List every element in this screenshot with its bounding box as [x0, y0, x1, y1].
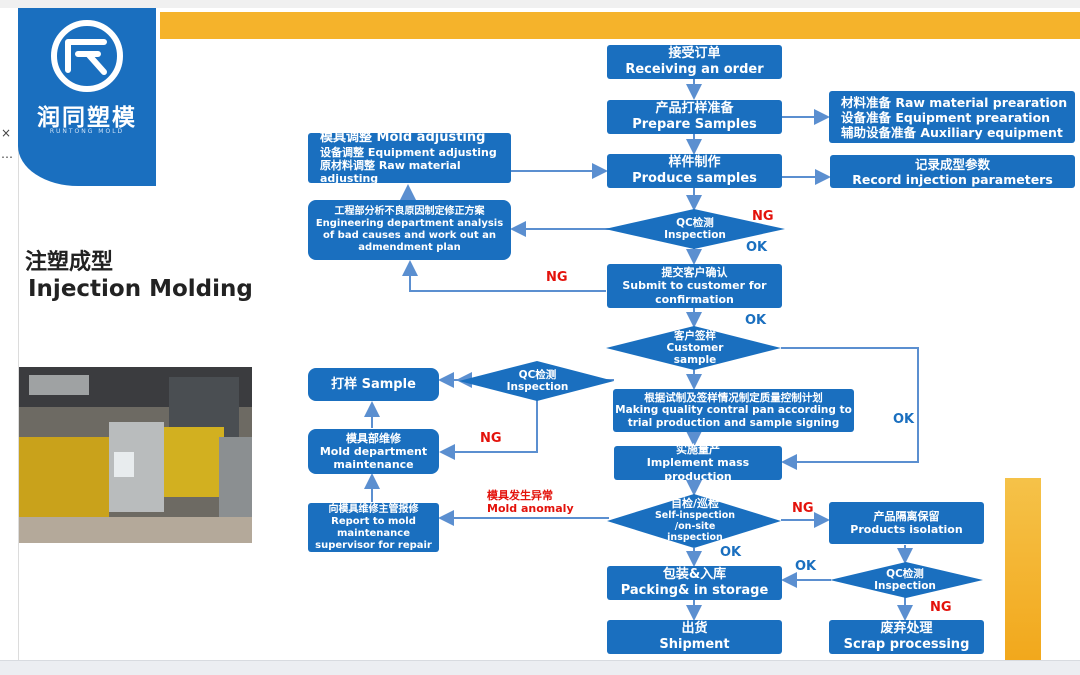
ok-label-qc1: OK — [746, 240, 768, 255]
ok-label-submit: OK — [745, 313, 767, 328]
qc2-diamond — [459, 361, 614, 401]
logo-name: 润同塑模 — [37, 105, 137, 131]
window-top-frame — [0, 0, 1080, 8]
logo-panel — [18, 8, 156, 186]
page-title-cn: 注塑成型 — [25, 250, 114, 275]
logo-mark-icon — [51, 20, 123, 92]
factory-photo — [19, 367, 252, 543]
qc1-diamond — [605, 209, 785, 249]
header-accent-bar — [160, 12, 1080, 39]
logo-subtitle: RUNTONG MOLD — [49, 128, 125, 135]
ok-label-qc3: OK — [795, 559, 817, 574]
page-title-en: Injection Molding — [28, 276, 253, 302]
ng-label-maintenance: NG — [480, 431, 502, 446]
self-inspection-diamond — [607, 494, 781, 548]
customer-diamond — [606, 326, 781, 370]
ok-label-right: OK — [893, 412, 915, 427]
decorative-corner — [1005, 478, 1041, 660]
more-icon[interactable]: ⋯ — [1, 150, 13, 164]
sample-box: 打样 Sample — [308, 368, 439, 401]
close-icon[interactable]: × — [1, 126, 12, 140]
qc3-diamond — [830, 562, 983, 598]
ng-label-submit: NG — [546, 270, 568, 285]
left-panel-edge: × ⋯ — [0, 8, 19, 660]
ng-label-qc1: NG — [752, 209, 774, 224]
window-bottom-frame — [0, 660, 1080, 675]
ng-label-qc3: NG — [930, 600, 952, 615]
ok-label-self-inspection: OK — [720, 545, 742, 560]
ng-label-self-inspection: NG — [792, 501, 814, 516]
